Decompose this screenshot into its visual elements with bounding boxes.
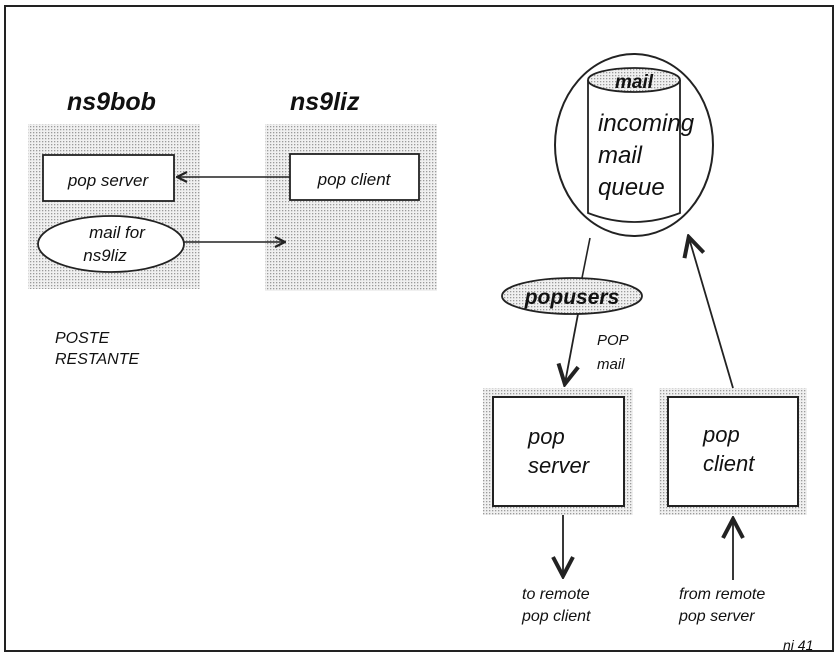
pop-mail-line1: POP bbox=[597, 332, 629, 349]
host-title-ns9bob: ns9bob bbox=[67, 88, 156, 116]
cylinder-top bbox=[587, 67, 681, 93]
from-remote-line2: pop server bbox=[678, 608, 755, 625]
mail-title: mail bbox=[615, 72, 654, 93]
right-pop-server-box bbox=[492, 396, 625, 507]
to-remote-line2: pop client bbox=[521, 608, 591, 625]
mail-for-ellipse bbox=[37, 215, 185, 273]
caption-line1: POSTE bbox=[55, 330, 110, 347]
queue-line1: incoming bbox=[598, 110, 695, 137]
right-pop-client-box bbox=[667, 396, 799, 507]
pop-server-box bbox=[42, 154, 175, 202]
pop-client-label: pop client bbox=[317, 170, 392, 189]
pop-client-box bbox=[289, 153, 420, 201]
popusers-ellipse bbox=[501, 277, 643, 315]
host-title-ns9liz: ns9liz bbox=[290, 88, 360, 116]
arrow-client-to-queue bbox=[689, 238, 734, 389]
mail-for-line2: ns9liz bbox=[83, 246, 127, 265]
queue-line3: queue bbox=[598, 174, 665, 201]
arrow-popusers-to-server bbox=[565, 313, 578, 383]
pop-server-label: pop server bbox=[67, 171, 150, 190]
mail-for-line1: mail for bbox=[89, 223, 146, 242]
to-remote-line1: to remote bbox=[522, 586, 590, 603]
right-client-line2: client bbox=[703, 451, 755, 476]
pop-mail-line2: mail bbox=[597, 356, 625, 373]
queue-line2: mail bbox=[598, 142, 643, 169]
right-client-line1: pop bbox=[702, 422, 740, 447]
right-server-line1: pop bbox=[527, 424, 565, 449]
right-server-line2: server bbox=[528, 453, 591, 478]
popusers-label: popusers bbox=[524, 286, 620, 309]
caption-line2: RESTANTE bbox=[55, 351, 139, 368]
ns9liz-panel bbox=[265, 124, 437, 291]
queue-to-popusers-line bbox=[581, 237, 591, 279]
footer-label: ni 41 bbox=[783, 637, 813, 653]
cylinder-body bbox=[587, 80, 681, 223]
from-remote-line1: from remote bbox=[679, 586, 765, 603]
